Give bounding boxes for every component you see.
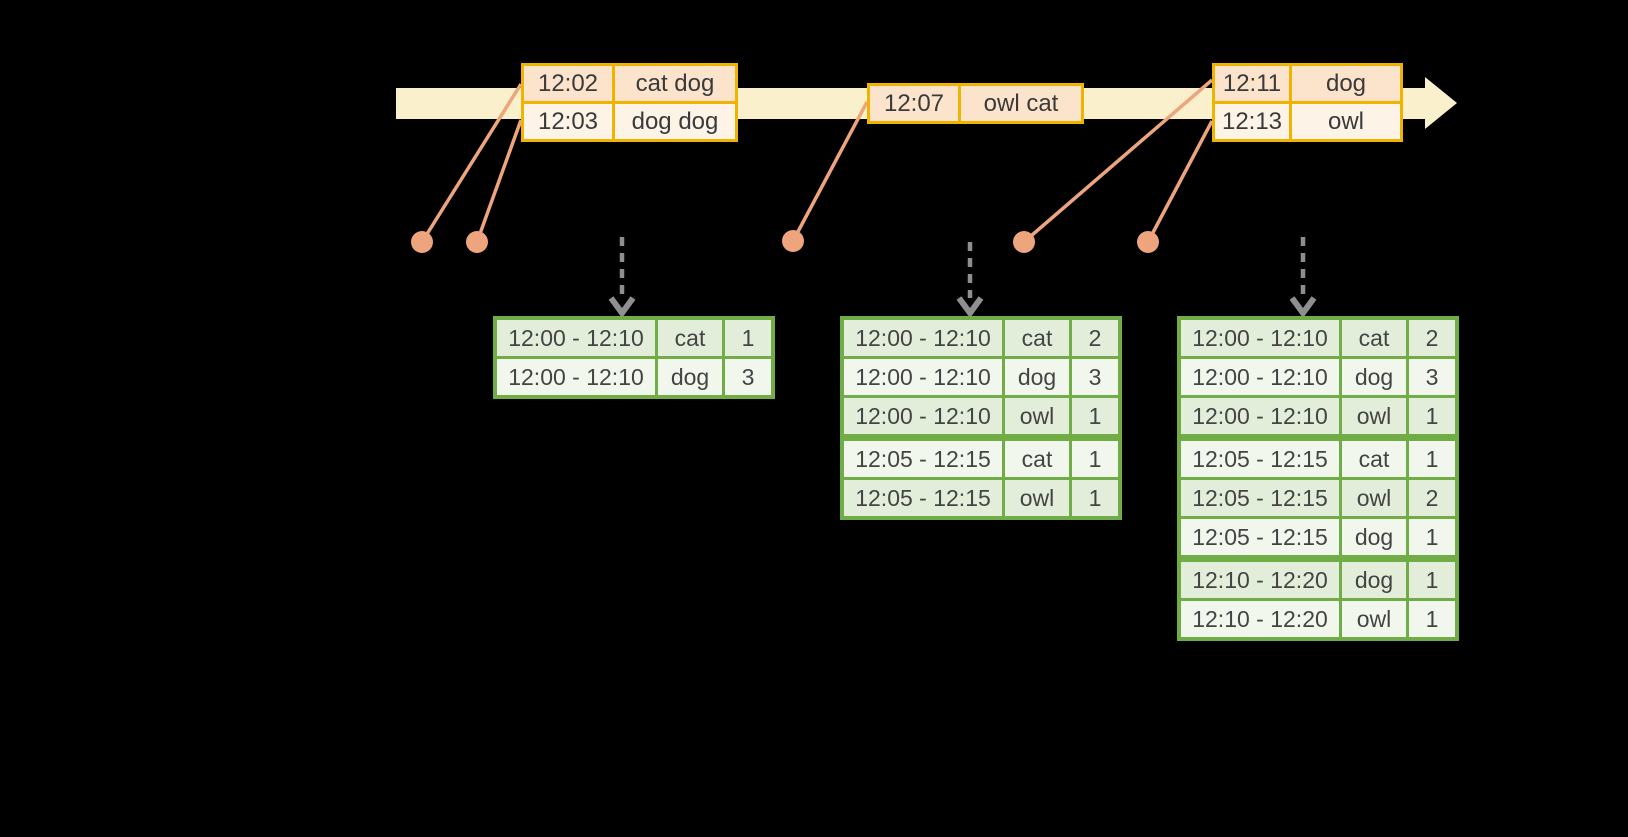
trigger-arrowhead-icon (956, 296, 984, 319)
word-cell: owl (1339, 477, 1409, 519)
word-cell: owl (1002, 477, 1072, 520)
event-time-cell: 12:07 (867, 83, 961, 124)
event-dot (1013, 231, 1035, 253)
event-time-cell: 12:02 (521, 63, 615, 104)
result-row: 12:05 - 12:15 dog 1 (1177, 516, 1459, 560)
event-words-cell: dog dog (612, 101, 738, 142)
window-cell: 12:00 - 12:10 (493, 316, 658, 359)
window-cell: 12:00 - 12:10 (840, 316, 1005, 359)
input-row: 12:02 cat dog (521, 63, 738, 104)
count-cell: 1 (1406, 516, 1459, 560)
connector-line (420, 83, 523, 243)
word-cell: cat (1002, 316, 1072, 359)
count-cell: 1 (722, 316, 775, 359)
count-cell: 2 (1406, 316, 1459, 359)
input-table-1: 12:02 cat dog 12:03 dog dog (521, 63, 738, 142)
count-cell: 1 (1069, 395, 1122, 439)
event-dot (782, 230, 804, 252)
word-cell: owl (1339, 598, 1409, 641)
word-cell: cat (1339, 434, 1409, 480)
count-cell: 1 (1069, 434, 1122, 480)
input-row: 12:07 owl cat (867, 83, 1084, 124)
window-cell: 12:00 - 12:10 (1177, 316, 1342, 359)
trigger-arrowhead-icon (608, 296, 636, 319)
window-cell: 12:10 - 12:20 (1177, 555, 1342, 601)
word-cell: dog (1002, 356, 1072, 398)
event-dot (1137, 231, 1159, 253)
count-cell: 3 (1069, 356, 1122, 398)
result-row: 12:00 - 12:10 cat 1 (493, 316, 775, 359)
window-cell: 12:05 - 12:15 (1177, 516, 1342, 560)
input-table-3: 12:11 dog 12:13 owl (1212, 63, 1403, 142)
result-row: 12:05 - 12:15 owl 1 (840, 477, 1122, 520)
result-row: 12:00 - 12:10 owl 1 (1177, 395, 1459, 439)
event-words-cell: dog (1289, 63, 1403, 104)
timeline-arrowhead-icon (1425, 77, 1457, 129)
word-cell: dog (1339, 356, 1409, 398)
result-row: 12:10 - 12:20 dog 1 (1177, 555, 1459, 601)
event-time-cell: 12:03 (521, 101, 615, 142)
input-row: 12:11 dog (1212, 63, 1403, 104)
result-row: 12:00 - 12:10 dog 3 (1177, 356, 1459, 398)
window-cell: 12:00 - 12:10 (840, 356, 1005, 398)
window-cell: 12:05 - 12:15 (1177, 434, 1342, 480)
event-dots (411, 230, 1159, 253)
count-cell: 1 (1406, 434, 1459, 480)
event-time-cell: 12:11 (1212, 63, 1292, 104)
connector-line (475, 119, 523, 243)
word-cell: owl (1002, 395, 1072, 439)
window-cell: 12:00 - 12:10 (1177, 395, 1342, 439)
word-cell: cat (655, 316, 725, 359)
count-cell: 3 (1406, 356, 1459, 398)
window-cell: 12:05 - 12:15 (840, 434, 1005, 480)
window-cell: 12:05 - 12:15 (1177, 477, 1342, 519)
event-time-cell: 12:13 (1212, 101, 1292, 142)
connector-line (791, 101, 869, 242)
result-table-3: 12:00 - 12:10 cat 2 12:00 - 12:10 dog 3 … (1177, 316, 1459, 641)
result-table-1: 12:00 - 12:10 cat 1 12:00 - 12:10 dog 3 (493, 316, 775, 399)
word-cell: owl (1339, 395, 1409, 439)
result-row: 12:00 - 12:10 cat 2 (840, 316, 1122, 359)
trigger-arrows (608, 237, 1317, 319)
event-words-cell: cat dog (612, 63, 738, 104)
result-row: 12:00 - 12:10 cat 2 (1177, 316, 1459, 359)
result-table-2: 12:00 - 12:10 cat 2 12:00 - 12:10 dog 3 … (840, 316, 1122, 520)
trigger-arrowhead-icon (1289, 296, 1317, 319)
word-cell: cat (1339, 316, 1409, 359)
window-cell: 12:00 - 12:10 (493, 356, 658, 399)
input-row: 12:13 owl (1212, 101, 1403, 142)
result-row: 12:00 - 12:10 dog 3 (840, 356, 1122, 398)
word-cell: dog (655, 356, 725, 399)
result-row: 12:05 - 12:15 cat 1 (1177, 434, 1459, 480)
count-cell: 2 (1069, 316, 1122, 359)
count-cell: 1 (1069, 477, 1122, 520)
count-cell: 1 (1406, 395, 1459, 439)
event-connector-lines (420, 78, 1214, 244)
connector-line (1146, 120, 1214, 243)
window-cell: 12:10 - 12:20 (1177, 598, 1342, 641)
event-dot (466, 231, 488, 253)
word-cell: dog (1339, 516, 1409, 560)
result-row: 12:05 - 12:15 owl 2 (1177, 477, 1459, 519)
window-cell: 12:05 - 12:15 (840, 477, 1005, 520)
result-row: 12:00 - 12:10 dog 3 (493, 356, 775, 399)
window-cell: 12:00 - 12:10 (1177, 356, 1342, 398)
word-cell: cat (1002, 434, 1072, 480)
count-cell: 3 (722, 356, 775, 399)
count-cell: 1 (1406, 598, 1459, 641)
event-words-cell: owl (1289, 101, 1403, 142)
event-words-cell: owl cat (958, 83, 1084, 124)
input-row: 12:03 dog dog (521, 101, 738, 142)
window-cell: 12:00 - 12:10 (840, 395, 1005, 439)
connector-line (1022, 78, 1214, 244)
count-cell: 1 (1406, 555, 1459, 601)
input-table-2: 12:07 owl cat (867, 83, 1084, 124)
count-cell: 2 (1406, 477, 1459, 519)
word-cell: dog (1339, 555, 1409, 601)
event-dot (411, 231, 433, 253)
result-row: 12:05 - 12:15 cat 1 (840, 434, 1122, 480)
result-row: 12:00 - 12:10 owl 1 (840, 395, 1122, 439)
result-row: 12:10 - 12:20 owl 1 (1177, 598, 1459, 641)
